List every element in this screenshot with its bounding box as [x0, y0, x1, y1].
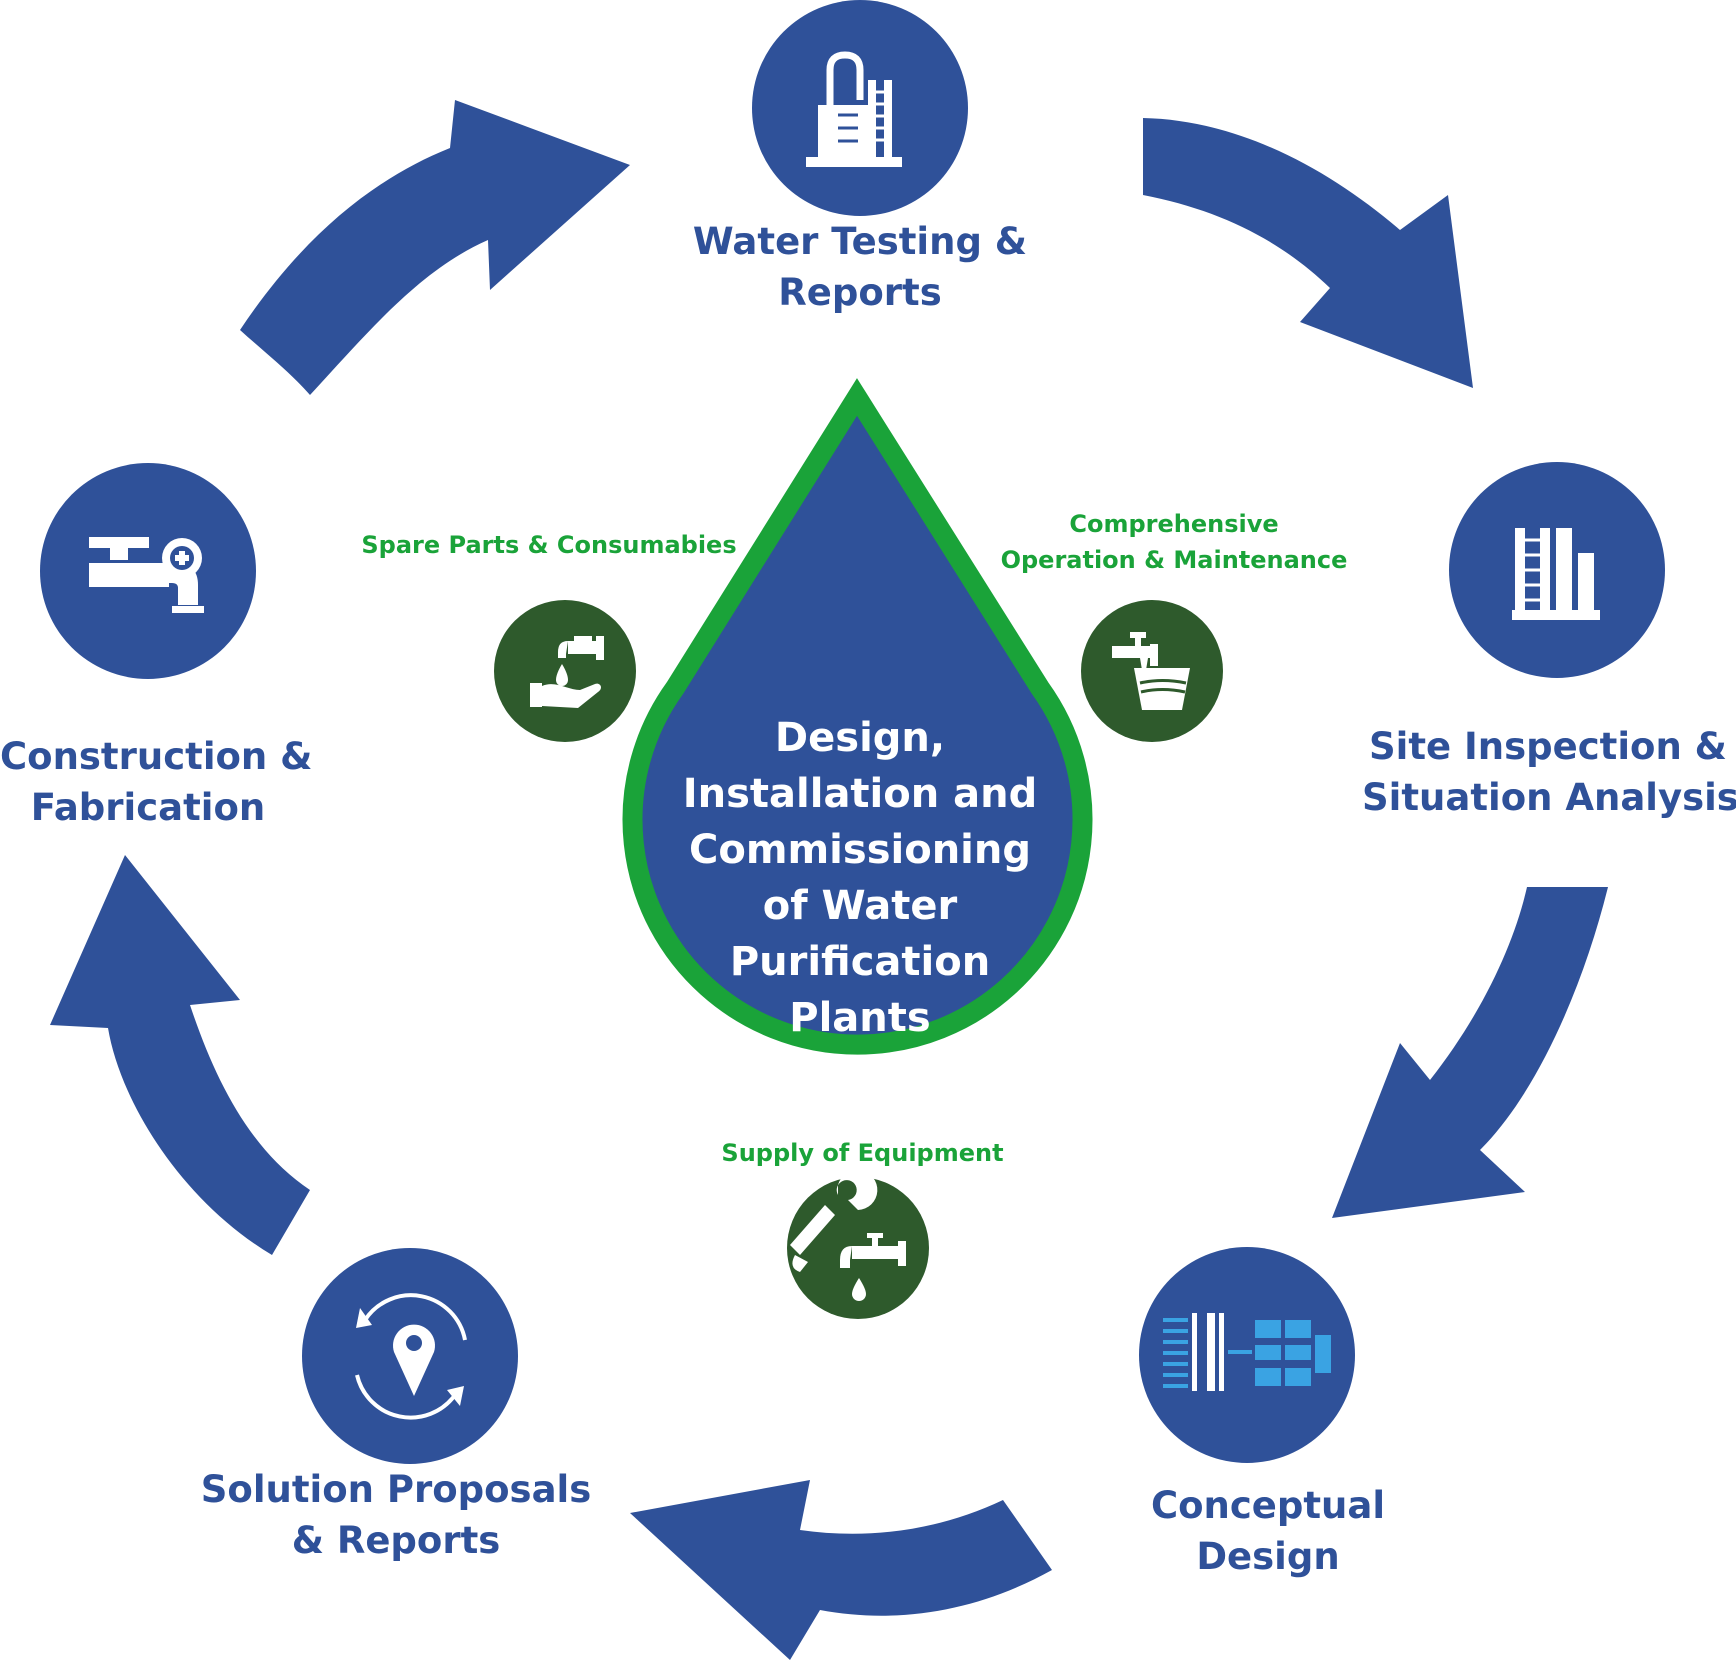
arrow-proposals-to-construction — [50, 855, 310, 1255]
building-icon — [1512, 528, 1600, 620]
center-title-line: Purification — [729, 939, 991, 985]
conceptual-design-circle — [1139, 1247, 1355, 1463]
conceptual-design-label: Conceptual Design — [1150, 1484, 1386, 1578]
faucet-bucket-icon — [1112, 632, 1190, 710]
pipe-valve-icon — [89, 537, 204, 613]
center-title-line: Plants — [789, 995, 931, 1041]
supply-equipment-label: Supply of Equipment — [721, 1139, 1004, 1167]
water-testing-label: Water Testing & Reports — [692, 220, 1028, 314]
design-blueprint-icon — [1163, 1313, 1331, 1391]
arrow-testing-to-inspection — [1143, 118, 1473, 388]
operation-maintenance-label: Comprehensive Operation & Maintenance — [1000, 510, 1348, 574]
center-title: Design, Installation and Commissioning o… — [640, 710, 1080, 1046]
water-plant-icon — [806, 51, 902, 167]
center-title-line: Design, — [774, 715, 946, 761]
site-inspection-label: Site Inspection & Situation Analysis — [1362, 725, 1736, 819]
center-title-line: of Water — [762, 883, 958, 929]
center-title-line: Installation and — [682, 771, 1038, 817]
arrow-construction-to-testing — [240, 100, 630, 395]
spare-parts-label: Spare Parts & Consumabies — [361, 531, 737, 559]
wrench-faucet-icon — [790, 1170, 906, 1301]
arrow-inspection-to-design — [1332, 887, 1608, 1218]
solution-proposals-label: Solution Proposals & Reports — [200, 1468, 592, 1562]
center-drop — [622, 378, 1093, 1055]
hand-faucet-icon — [530, 636, 604, 708]
arrow-design-to-proposals — [630, 1480, 1052, 1660]
construction-label: Construction & Fabrication — [0, 735, 313, 829]
center-title-line: Commissioning — [688, 827, 1031, 873]
location-cycle-icon — [355, 1293, 467, 1420]
